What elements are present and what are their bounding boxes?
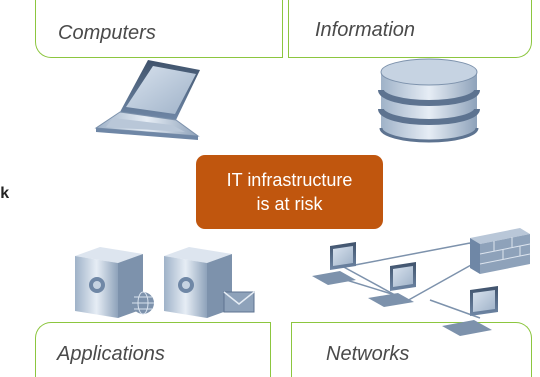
- center-text-line1: IT infrastructure: [226, 170, 353, 190]
- quadrant-label-applications: Applications: [57, 343, 165, 365]
- firewall-icon: [470, 228, 531, 274]
- network-computer-1: [312, 242, 356, 285]
- center-text-line2: is at risk: [256, 194, 323, 214]
- network-computer-3: [442, 286, 498, 336]
- network-computer-2: [368, 262, 416, 307]
- quadrant-label-computers: Computers: [58, 22, 156, 44]
- globe-icon: [132, 291, 154, 315]
- cut-off-text: rk: [0, 185, 10, 202]
- quadrant-label-networks: Networks: [326, 343, 410, 365]
- quadrant-information: Information: [288, 0, 532, 58]
- servers-icon: [75, 247, 255, 318]
- laptop-icon: [94, 60, 200, 140]
- quadrant-applications: Applications: [35, 322, 271, 377]
- quadrant-networks: Networks: [291, 322, 532, 377]
- quadrant-label-information: Information: [315, 19, 416, 41]
- server-tower-right: [164, 247, 232, 318]
- database-icon: [378, 58, 480, 143]
- center-risk-box: IT infrastructure is at risk: [196, 155, 383, 229]
- network-icon: [312, 228, 531, 336]
- quadrant-computers: Computers: [35, 0, 283, 58]
- server-tower-left: [75, 247, 143, 318]
- envelope-icon: [223, 291, 255, 313]
